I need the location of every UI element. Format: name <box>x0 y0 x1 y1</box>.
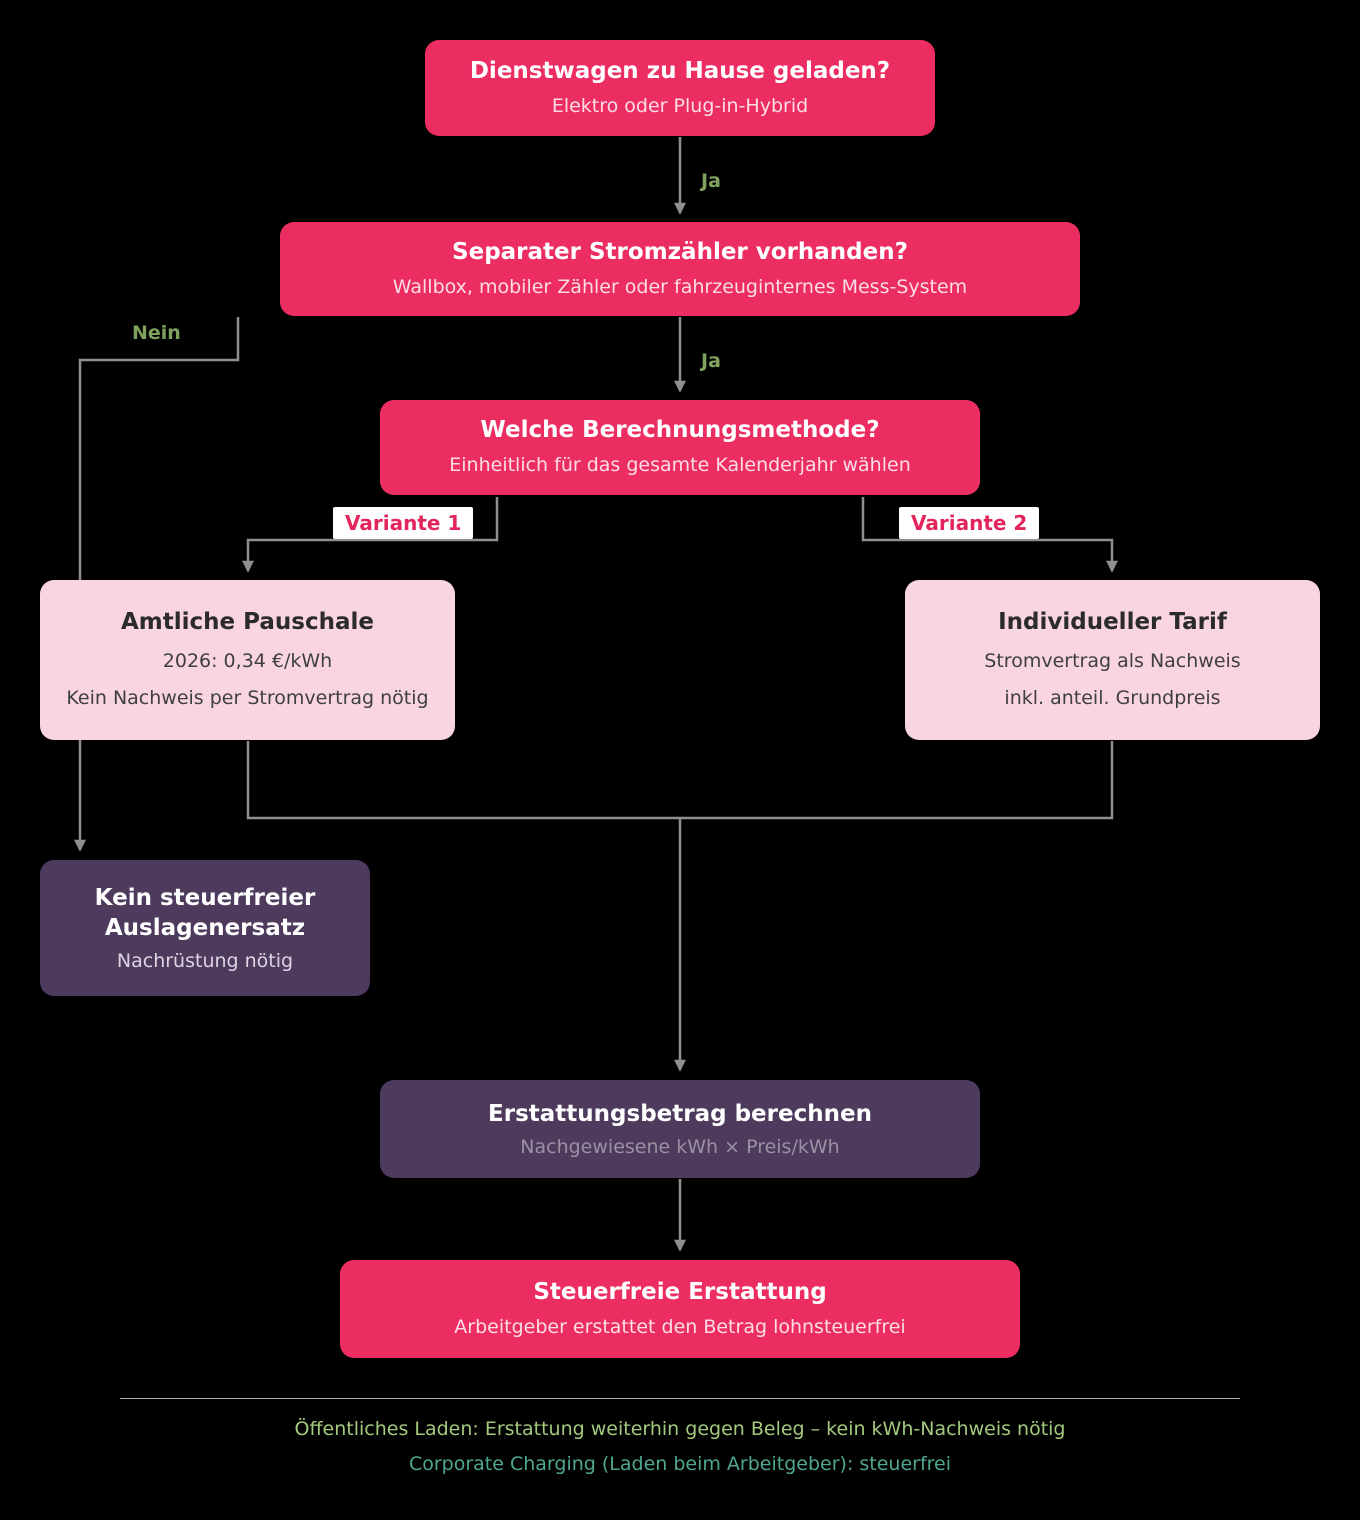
node-start-subtitle: Elektro oder Plug-in-Hybrid <box>551 94 809 117</box>
node-tax-free: Steuerfreie Erstattung Arbeitgeber ersta… <box>340 1260 1020 1358</box>
node-tax-free-subtitle: Arbeitgeber erstattet den Betrag lohnste… <box>454 1315 906 1338</box>
node-method: Welche Berechnungsmethode? Einheitlich f… <box>380 400 980 495</box>
node-method-subtitle: Einheitlich für das gesamte Kalenderjahr… <box>449 454 911 477</box>
node-calculate: Erstattungsbetrag berechnen Nachgewiesen… <box>380 1080 980 1178</box>
node-no-reimbursement-subtitle: Nachrüstung nötig <box>116 950 294 973</box>
node-method-title: Welche Berechnungsmethode? <box>480 417 880 444</box>
node-start-title: Dienstwagen zu Hause geladen? <box>469 57 891 84</box>
node-individual-tariff-line1: Stromvertrag als Nachweis <box>984 650 1241 673</box>
node-individual-tariff-title: Individueller Tarif <box>998 609 1227 636</box>
node-meter-title: Separater Stromzähler vorhanden? <box>452 238 908 265</box>
badge-variante-2: Variante 2 <box>899 507 1040 539</box>
node-start: Dienstwagen zu Hause geladen? Elektro od… <box>425 40 935 136</box>
node-flat-rate: Amtliche Pauschale 2026: 0,34 €/kWh Kein… <box>40 580 455 740</box>
edge-label-ja-1: Ja <box>701 170 721 192</box>
edge-label-nein: Nein <box>132 322 181 344</box>
node-individual-tariff: Individueller Tarif Stromvertrag als Nac… <box>905 580 1320 740</box>
node-no-reimbursement: Kein steuerfreier Auslagenersatz Nachrüs… <box>40 860 370 996</box>
node-individual-tariff-line2: inkl. anteil. Grundpreis <box>1004 686 1221 709</box>
node-flat-rate-line2: Kein Nachweis per Stromvertrag nötig <box>66 686 429 709</box>
footer-divider <box>120 1398 1240 1399</box>
node-no-reimbursement-title: Kein steuerfreier Auslagenersatz <box>94 884 316 941</box>
node-calculate-title: Erstattungsbetrag berechnen <box>488 1100 872 1127</box>
badge-variante-1: Variante 1 <box>333 507 474 539</box>
footer-note-public-charging: Öffentliches Laden: Erstattung weiterhin… <box>294 1418 1066 1440</box>
node-flat-rate-line1: 2026: 0,34 €/kWh <box>162 650 333 673</box>
node-flat-rate-title: Amtliche Pauschale <box>121 609 374 636</box>
edge-variants-merge <box>246 741 1114 820</box>
node-tax-free-title: Steuerfreie Erstattung <box>533 1278 827 1305</box>
node-meter: Separater Stromzähler vorhanden? Wallbox… <box>280 222 1080 316</box>
node-meter-subtitle: Wallbox, mobiler Zähler oder fahrzeugint… <box>392 275 968 298</box>
footer-note-corporate-charging: Corporate Charging (Laden beim Arbeitgeb… <box>408 1453 952 1475</box>
node-calculate-subtitle: Nachgewiesene kWh × Preis/kWh <box>520 1136 840 1159</box>
edge-label-ja-2: Ja <box>701 350 721 372</box>
